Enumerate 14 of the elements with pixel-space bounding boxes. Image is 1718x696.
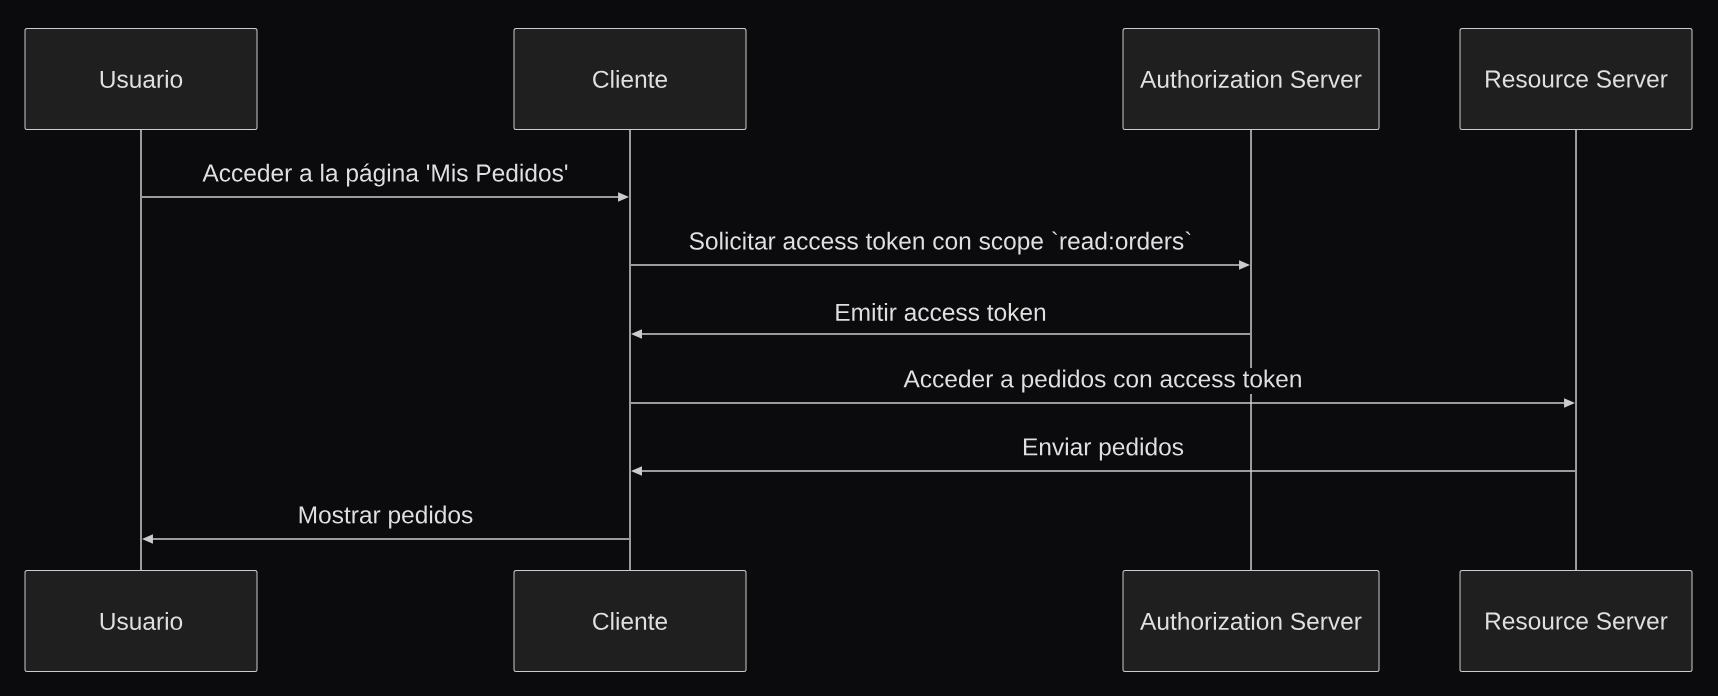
participant-box: Usuario <box>24 570 258 672</box>
participant-box: Authorization Server <box>1122 570 1380 672</box>
message-label: Emitir access token <box>836 303 1046 321</box>
message-label: Acceder a la página 'Mis Pedidos' <box>202 163 568 187</box>
participant-box: Usuario <box>24 28 258 130</box>
message-label: Solicitar access token con scope `read:orders` <box>689 231 1191 255</box>
participant-box: Authorization Server <box>1122 28 1380 130</box>
participant-box: Cliente <box>513 28 747 130</box>
message-label: Acceder a pedidos con access token <box>903 369 1301 393</box>
participant-box: Resource Server <box>1459 570 1693 672</box>
message-label: Mostrar pedidos <box>299 505 473 529</box>
participant-box: Resource Server <box>1459 28 1693 130</box>
message-label: Enviar pedidos <box>1024 437 1184 461</box>
participant-box: Cliente <box>513 570 747 672</box>
